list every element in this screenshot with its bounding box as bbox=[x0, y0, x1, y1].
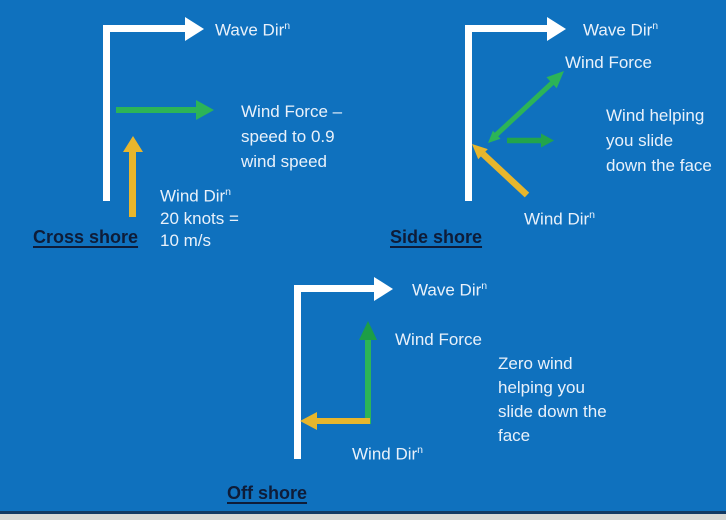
wind-force-label: Wind Force bbox=[565, 53, 652, 72]
wave-direction-sup: n bbox=[652, 20, 659, 32]
zero-wind-note-line4: face bbox=[498, 426, 531, 445]
wave-arrow-head-icon bbox=[547, 17, 566, 41]
side-shore-title: Side shore bbox=[390, 227, 483, 247]
slide-bottom-strip bbox=[0, 514, 726, 520]
wind-force-arrow-head-icon bbox=[359, 321, 377, 340]
wind-force-arrow-shaft bbox=[116, 107, 196, 113]
wave-arrow-head-icon bbox=[374, 277, 393, 301]
wind-helping-note: Wind helping you slide down the face bbox=[606, 103, 712, 178]
wind-dir-sup: n bbox=[589, 209, 596, 221]
wind-dir-arrow-shaft bbox=[129, 150, 136, 217]
wave-direction-text: Wave Dir bbox=[215, 20, 285, 40]
wind-force-arrow-head-icon bbox=[546, 71, 564, 89]
wind-dir-arrow-shaft bbox=[316, 418, 370, 424]
wind-force-diagonal-shaft bbox=[494, 81, 554, 137]
wind-force-label: Wind Force bbox=[395, 330, 482, 349]
wind-helping-note-line3: down the face bbox=[606, 156, 712, 175]
wind-dir-label: Wind Dirn bbox=[352, 440, 423, 465]
wind-dir-note-line1: Wind Dirn bbox=[160, 181, 239, 208]
wave-arrow-vertical-line bbox=[294, 285, 301, 459]
wind-dir-diagonal-shaft bbox=[480, 151, 530, 198]
wave-arrow-horizontal-line bbox=[465, 25, 547, 32]
wave-direction-sup: n bbox=[481, 280, 488, 292]
off-shore-title: Off shore bbox=[227, 483, 308, 503]
wave-arrow-horizontal-line bbox=[294, 285, 374, 292]
wind-force-note-line1: Wind Force – bbox=[241, 102, 343, 121]
cross-shore-title: Cross shore bbox=[33, 227, 139, 247]
zero-wind-note-line3: slide down the bbox=[498, 402, 607, 421]
wave-direction-label: Wave Dirn bbox=[215, 16, 290, 41]
wind-dir-sup: n bbox=[417, 444, 424, 456]
wave-direction-text: Wave Dir bbox=[583, 20, 653, 40]
wind-force-arrow-tail-head-icon bbox=[488, 130, 501, 143]
wind-dir-note-line2: 20 knots = bbox=[160, 208, 239, 228]
wind-dir-arrow-head-icon bbox=[300, 412, 317, 430]
wind-force-arrow-shaft bbox=[365, 340, 371, 424]
wave-arrow-horizontal-line bbox=[103, 25, 185, 32]
wave-direction-label: Wave Dirn bbox=[583, 16, 658, 41]
wind-dir-sup: n bbox=[225, 186, 232, 198]
wind-dir-arrow-head-icon bbox=[123, 136, 143, 152]
wind-dir-note: Wind Dirn 20 knots = 10 m/s bbox=[160, 181, 239, 252]
wave-direction-sup: n bbox=[284, 20, 291, 32]
wind-force-note: Wind Force – speed to 0.9 wind speed bbox=[241, 99, 342, 174]
wave-arrow-vertical-line bbox=[465, 25, 472, 201]
wind-helping-note-line1: Wind helping bbox=[606, 106, 705, 125]
wave-arrow-head-icon bbox=[185, 17, 204, 41]
wind-helping-note-line2: you slide bbox=[606, 131, 674, 150]
wind-dir-text: Wind Dir bbox=[524, 209, 590, 229]
wave-direction-text: Wave Dir bbox=[412, 280, 482, 300]
slide-bottom-border bbox=[0, 511, 726, 514]
wave-arrow-vertical-line bbox=[103, 25, 110, 201]
zero-wind-note: Zero wind helping you slide down the fac… bbox=[498, 352, 607, 448]
zero-wind-note-line2: helping you bbox=[498, 378, 585, 397]
wind-dir-text: Wind Dir bbox=[160, 186, 226, 206]
wind-dir-arrow-head-icon bbox=[472, 144, 488, 160]
wind-force-note-line2: speed to 0.9 bbox=[241, 127, 335, 146]
wave-direction-label: Wave Dirn bbox=[412, 276, 487, 301]
wind-dir-label: Wind Dirn bbox=[524, 205, 595, 230]
wind-force-note-line3: wind speed bbox=[241, 152, 328, 171]
zero-wind-note-line1: Zero wind bbox=[498, 354, 573, 373]
wind-component-arrow-head-icon bbox=[541, 133, 554, 148]
wind-dir-note-line3: 10 m/s bbox=[160, 230, 212, 250]
wind-dir-text: Wind Dir bbox=[352, 444, 418, 464]
side-shore-arrows-graphic bbox=[472, 71, 564, 198]
wind-force-arrow-head-icon bbox=[196, 100, 214, 120]
